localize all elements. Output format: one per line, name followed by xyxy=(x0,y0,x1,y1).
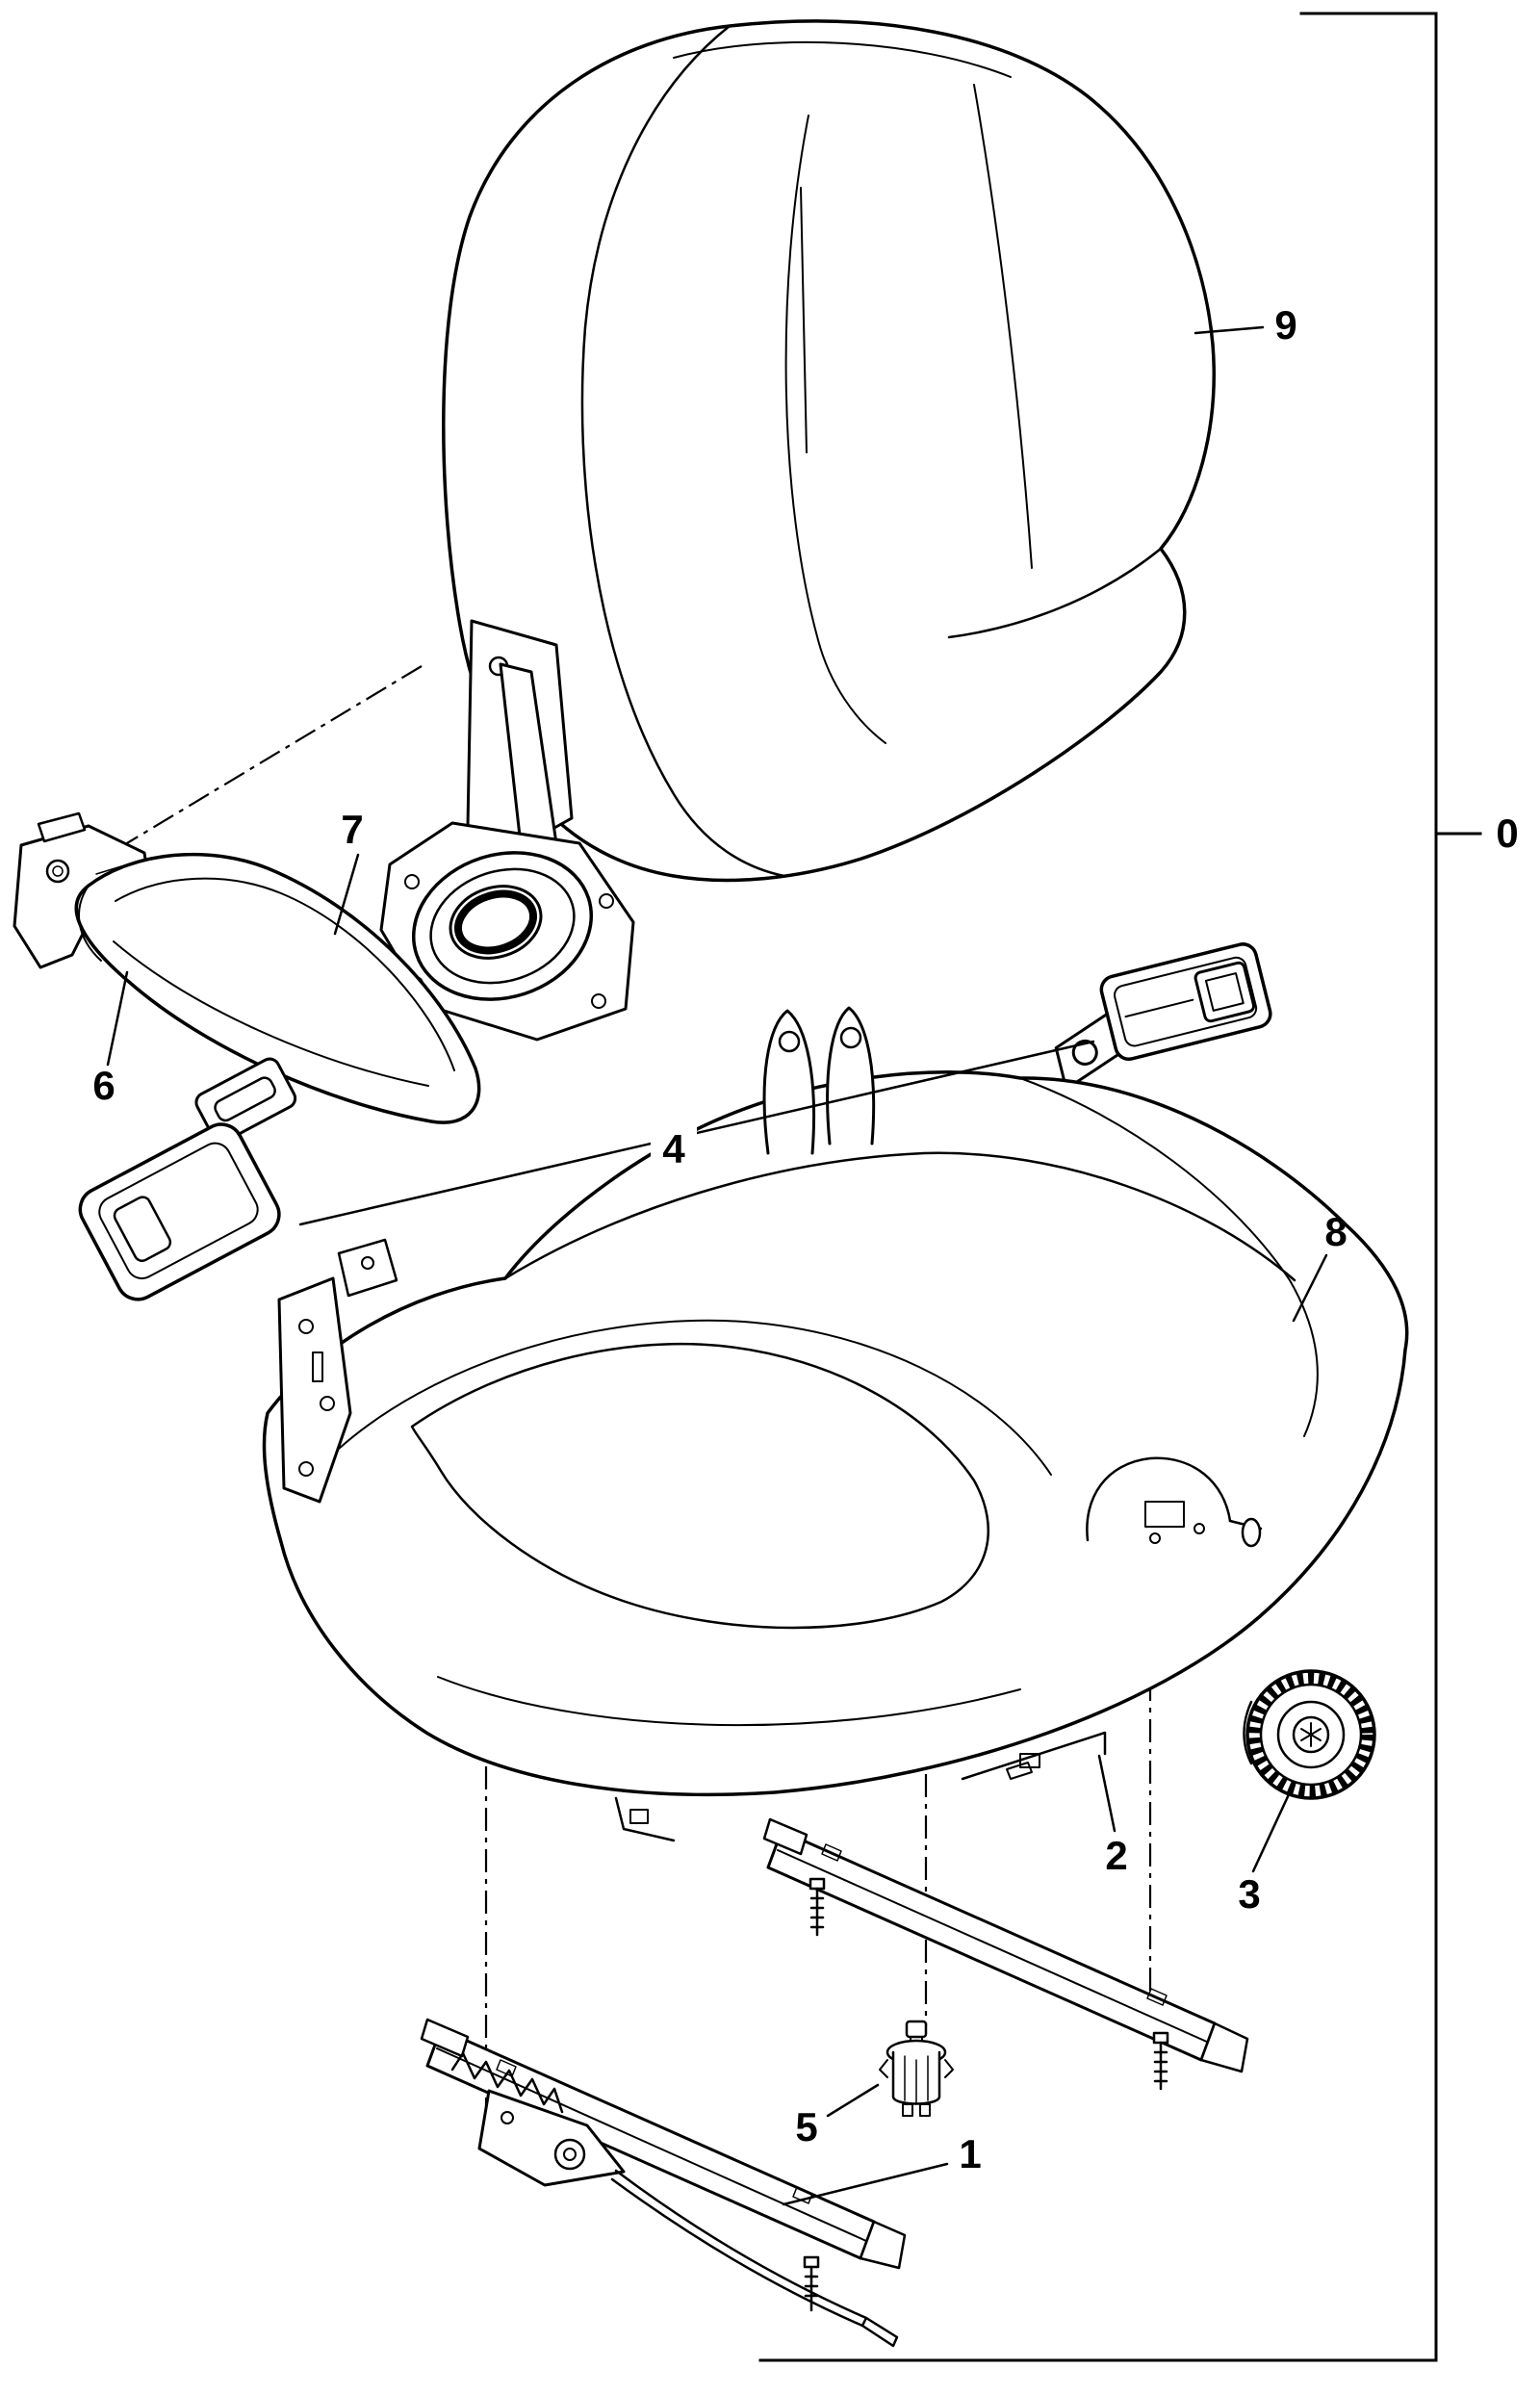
callout-label-2: 2 xyxy=(1105,1833,1127,1878)
part-backrest xyxy=(442,19,1216,883)
callout-label-5: 5 xyxy=(795,2104,817,2149)
callout-label-1: 1 xyxy=(959,2131,981,2176)
callout-label-8: 8 xyxy=(1324,1209,1347,1254)
part-adjust-knob xyxy=(1243,1669,1376,1800)
part-seat-cushion xyxy=(262,1006,1409,1842)
part-seat-switch xyxy=(879,2020,954,2117)
part-belt-buckle xyxy=(78,1057,297,1301)
backrest-pivot-boss xyxy=(379,821,635,1042)
callout-label-3: 3 xyxy=(1238,1871,1260,1917)
callout-label-7: 7 xyxy=(341,807,363,852)
callout-label-0: 0 xyxy=(1496,811,1518,856)
callout-label-6: 6 xyxy=(92,1063,115,1108)
callout-label-4: 4 xyxy=(662,1126,685,1171)
part-upper-rail xyxy=(762,1817,1249,2091)
assembly-bracket xyxy=(758,12,1482,2362)
part-lower-rail xyxy=(420,2018,907,2348)
callout-label-9: 9 xyxy=(1274,302,1296,348)
callout-4-backing xyxy=(651,1120,697,1172)
part-belt-latch xyxy=(1054,942,1272,1091)
part-armrest xyxy=(74,852,481,1124)
callout-labels: 0 1 2 3 4 5 6 7 8 9 xyxy=(92,302,1518,2176)
